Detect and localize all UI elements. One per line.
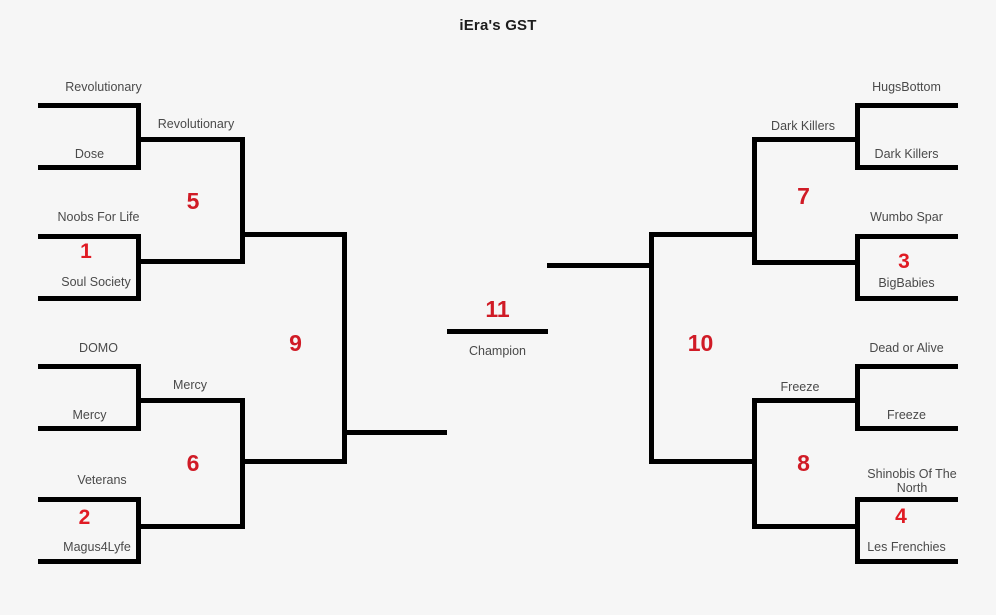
left-r2-match-6-number: 6 [186, 450, 200, 476]
bracket-line-connector [752, 137, 757, 265]
right-r1-match-2[interactable] [855, 234, 958, 301]
left-r1-match-4[interactable] [38, 497, 141, 564]
bracket-line-bottom [38, 296, 141, 301]
bracket-line-connector [240, 137, 245, 264]
bracket-line-bottom [855, 559, 958, 564]
right-r1-match-3[interactable] [855, 364, 958, 431]
right-r1-3-bottom-team: Freeze [887, 408, 926, 422]
left-r1-match-1[interactable] [38, 103, 141, 170]
bracket-line-bottom [141, 259, 245, 264]
bracket-line-top [38, 497, 141, 502]
left-r1-3-top-team: DOMO [79, 341, 118, 355]
bracket-line-top [141, 137, 245, 142]
page-title: iEra's GST [459, 17, 537, 34]
bracket-line-top [38, 234, 141, 239]
right-r1-2-bottom-team: BigBabies [878, 276, 935, 290]
bracket-line-top [38, 103, 141, 108]
bracket-line-top [855, 234, 958, 239]
right-r3-match-10-number: 10 [687, 330, 714, 356]
bracket-line-connector [752, 398, 757, 529]
bracket-line-bottom [855, 296, 958, 301]
left-r1-4-bottom-team: Magus4Lyfe [63, 540, 131, 554]
right-r1-4-top-team: Shinobis Of The North [867, 467, 957, 495]
left-r2-match-5-number: 5 [186, 188, 200, 214]
left-final-to-champion-line [347, 430, 447, 435]
champion-match-number: 11 [485, 296, 510, 322]
left-r3-match-9-number: 9 [289, 330, 302, 356]
left-r1-2-seed: 1 [80, 240, 92, 263]
right-final-to-champion-line [547, 263, 652, 268]
bracket-line-bottom [855, 426, 958, 431]
bracket-line-connector [342, 232, 347, 464]
bracket-line-connector [136, 103, 141, 170]
right-r2-match-7[interactable] [752, 137, 855, 265]
left-r2-1-winner: Revolutionary [157, 117, 235, 131]
bracket-line-bottom [752, 260, 855, 265]
left-r2-match-5[interactable] [141, 137, 245, 264]
bracket-line-top [752, 398, 855, 403]
left-r3-match-9[interactable] [244, 232, 347, 464]
left-r1-1-bottom-team: Dose [74, 147, 105, 161]
bracket-line-bottom [141, 524, 245, 529]
bracket-line-bottom [752, 524, 855, 529]
bracket-line-connector [240, 398, 245, 529]
right-r1-1-bottom-team: Dark Killers [874, 147, 939, 161]
right-r1-2-top-team: Wumbo Spar [870, 210, 943, 224]
right-r2-2-winner: Freeze [780, 380, 820, 394]
right-r3-match-10[interactable] [649, 232, 752, 464]
left-r1-4-top-team: Veterans [77, 473, 127, 487]
bracket-line-bottom [38, 559, 141, 564]
bracket-line-connector [136, 364, 141, 431]
bracket-line-bottom [38, 426, 141, 431]
champion-label: Champion [469, 344, 526, 358]
right-r1-match-1[interactable] [855, 103, 958, 170]
right-r2-match-7-number: 7 [797, 183, 810, 209]
right-r1-3-top-team: Dead or Alive [869, 341, 944, 355]
bracket-line-top [649, 232, 752, 237]
left-r1-2-top-team: Noobs For Life [57, 210, 140, 224]
bracket-line-connector [855, 234, 860, 301]
bracket-line-bottom [855, 165, 958, 170]
left-r1-match-3[interactable] [38, 364, 141, 431]
bracket-line-top [244, 232, 347, 237]
right-r1-match-4[interactable] [855, 497, 958, 564]
right-r1-2-seed: 3 [898, 250, 910, 273]
bracket-line-connector [649, 232, 654, 464]
right-r1-4-bottom-team: Les Frenchies [867, 540, 946, 554]
left-r1-4-seed: 2 [78, 506, 91, 529]
left-r2-2-winner: Mercy [172, 378, 208, 392]
right-r1-4-seed: 4 [895, 505, 907, 528]
bracket-line-top [855, 364, 958, 369]
bracket-line-connector [855, 497, 860, 564]
bracket-line-bottom [38, 165, 141, 170]
left-r1-3-bottom-team: Mercy [72, 408, 107, 422]
bracket-line-top [38, 364, 141, 369]
bracket-line-bottom [244, 459, 347, 464]
right-r2-match-8-number: 8 [797, 450, 810, 476]
bracket-line-top [855, 497, 958, 502]
champion-line [447, 329, 548, 334]
left-r1-match-2[interactable] [38, 234, 141, 301]
left-r1-2-bottom-team: Soul Society [61, 275, 131, 289]
bracket-line-connector [855, 364, 860, 431]
bracket-line-connector [136, 497, 141, 564]
bracket-line-connector [136, 234, 141, 301]
right-r2-1-winner: Dark Killers [771, 119, 835, 133]
right-r1-1-top-team: HugsBottom [872, 80, 941, 94]
bracket-line-bottom [649, 459, 752, 464]
bracket-line-top [141, 398, 245, 403]
right-r2-match-8[interactable] [752, 398, 855, 529]
left-r2-match-6[interactable] [141, 398, 245, 529]
bracket-line-top [752, 137, 855, 142]
left-r1-1-top-team: Revolutionary [65, 80, 142, 94]
bracket-line-connector [855, 103, 860, 170]
bracket-line-top [855, 103, 958, 108]
